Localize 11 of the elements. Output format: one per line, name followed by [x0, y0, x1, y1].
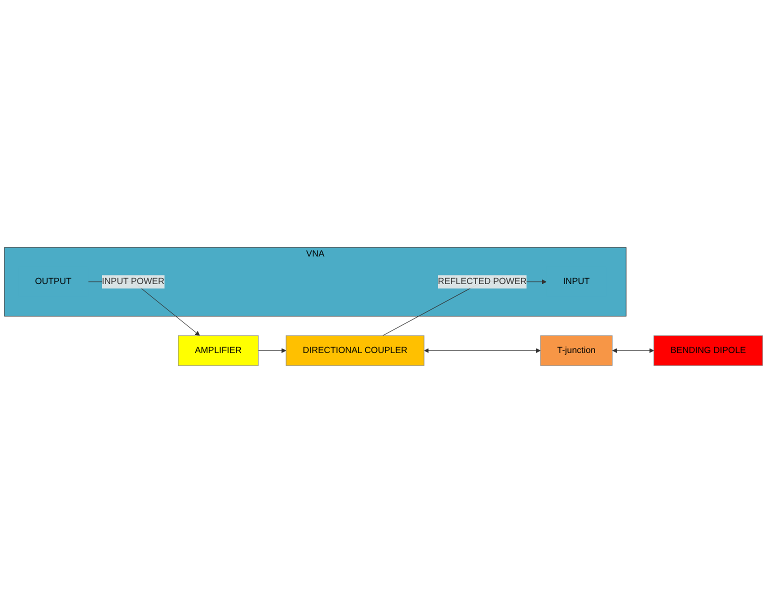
edge-label: REFLECTED POWER [438, 276, 527, 286]
arrow [258, 348, 286, 354]
node-box: BENDING DIPOLE [654, 335, 763, 366]
arrow [424, 348, 541, 354]
arrow [612, 348, 654, 354]
node-text: INPUT [563, 276, 590, 286]
node-box: T-junction [540, 335, 613, 366]
edge-label: INPUT POWER [102, 276, 164, 286]
node-box: AMPLIFIER [178, 335, 259, 366]
node-box: DIRECTIONAL COUPLER [286, 335, 424, 366]
node-text: OUTPUT [34, 276, 72, 286]
